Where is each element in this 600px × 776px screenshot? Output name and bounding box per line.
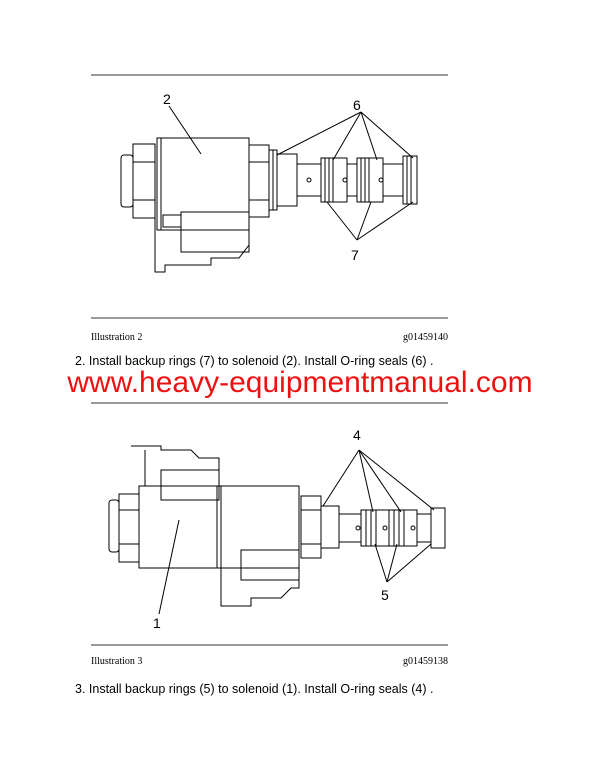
callout-1: 1: [153, 615, 161, 631]
figure-1-bottom-rule: [91, 317, 448, 319]
figure-2-solenoid-drawing: 4 1 5: [108, 427, 446, 631]
figure-2-bottom-rule: [91, 644, 448, 646]
figure-1-top-rule: [91, 74, 448, 76]
figure-2-top-rule: [91, 402, 448, 404]
step-2-text: 2. Install backup rings (7) to solenoid …: [75, 354, 434, 368]
watermark-url: www.heavy-equipmentmanual.com: [67, 366, 533, 399]
callout-5: 5: [381, 587, 389, 603]
figure-2-caption-id: g01459138: [403, 656, 448, 667]
figure-1-caption-id: g01459140: [403, 332, 448, 343]
callout-6: 6: [353, 97, 361, 113]
step-3-text: 3. Install backup rings (5) to solenoid …: [75, 682, 434, 696]
callout-2: 2: [163, 91, 171, 107]
callout-7: 7: [351, 247, 359, 263]
figure-2-caption-label: Illustration 3: [91, 656, 143, 667]
callout-4: 4: [353, 427, 361, 443]
figure-1-caption-label: Illustration 2: [91, 332, 143, 343]
figure-1-solenoid-drawing: 2 6 7: [120, 91, 418, 273]
